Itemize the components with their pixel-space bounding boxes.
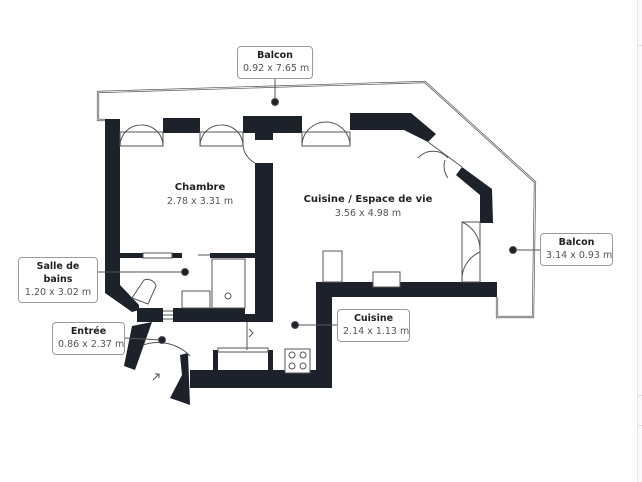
room-dims: 2.14 x 1.13 m [343, 326, 410, 337]
wall-top-1 [163, 118, 200, 133]
wall-top-3 [350, 113, 436, 142]
room-dims: 3.56 x 4.98 m [334, 208, 402, 219]
room-dims: 3.14 x 0.93 m [546, 250, 613, 261]
wall-entry-right [170, 353, 190, 405]
wall-bath-top [120, 253, 143, 258]
wall-bath-top-3 [210, 253, 255, 258]
room-dims: 0.92 x 7.65 m [243, 63, 310, 74]
label-balcon-right[interactable]: Balcon 3.14 x 0.93 m [540, 233, 613, 266]
doors-windows [119, 121, 481, 381]
room-dims: 0.86 x 2.37 m [58, 339, 125, 350]
wall-entry-left [124, 322, 152, 370]
kitchen-sink [372, 271, 401, 288]
shower [211, 258, 246, 309]
label-cuisine[interactable]: Cuisine 2.14 x 1.13 m [337, 309, 410, 342]
room-name: Cuisine / Espace de vie [303, 194, 433, 205]
room-name: Chambre [174, 182, 226, 193]
label-cuisine-espace-de-vie: Cuisine / Espace de vie 3.56 x 4.98 m [298, 193, 438, 221]
wall-bath-bottom [137, 308, 163, 322]
room-dims: 1.20 x 3.02 m [24, 287, 92, 298]
room-name: Balcon [558, 237, 595, 248]
leader-lines [98, 78, 540, 344]
wall-bath-bottom-2 [173, 308, 255, 322]
wall-left [105, 119, 139, 312]
room-name: Cuisine [353, 313, 394, 324]
bath-sink [181, 290, 211, 309]
label-salle-de-bains[interactable]: Salle de bains 1.20 x 3.02 m [18, 257, 98, 303]
room-name: Salle de bains [36, 261, 80, 285]
wall-top-4 [456, 167, 493, 223]
fridge [322, 250, 343, 283]
room-name: Balcon [257, 50, 293, 61]
toilet [131, 278, 157, 305]
stove [284, 348, 311, 374]
label-entree[interactable]: Entrée 0.86 x 2.37 m [52, 322, 125, 355]
walls [105, 113, 497, 405]
wall-top-2 [243, 116, 302, 140]
wall-bath-top-2 [172, 253, 182, 258]
right-panel-edge [637, 0, 642, 482]
wall-kitchen [190, 282, 497, 388]
label-balcon-top[interactable]: Balcon 0.92 x 7.65 m [237, 46, 313, 79]
label-chambre: Chambre 2.78 x 3.31 m [140, 181, 260, 209]
room-dims: 2.78 x 3.31 m [166, 196, 234, 207]
wall-chambre-cuisine [255, 163, 273, 322]
fixtures [131, 250, 401, 374]
room-name: Entrée [70, 326, 107, 337]
